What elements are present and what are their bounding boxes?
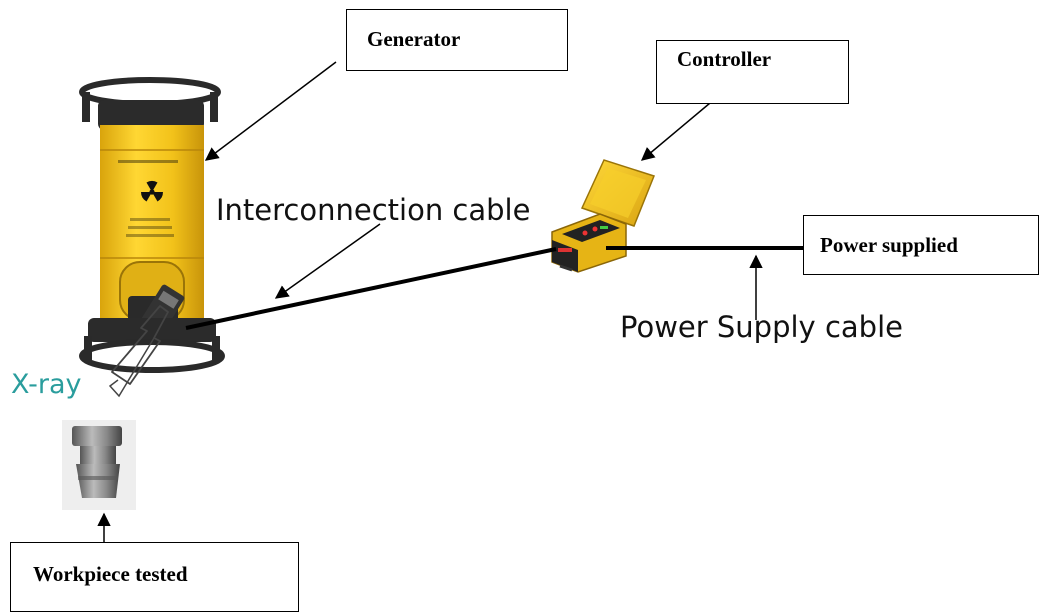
interconnection-cable-line — [185, 247, 557, 330]
generator-base-frame — [79, 339, 225, 373]
controller-label-box: Controller — [656, 40, 849, 104]
xray-beam-arrow — [108, 305, 169, 398]
power-supplied-label-box: Power supplied — [803, 215, 1039, 275]
power-supply-cable-label: Power Supply cable — [620, 310, 903, 344]
radiation-symbol-icon — [141, 181, 163, 202]
generator-label-box: Generator — [346, 9, 568, 71]
controller-label: Controller — [677, 47, 772, 71]
workpiece-illustration — [62, 420, 136, 510]
generator-label: Generator — [367, 27, 461, 51]
power-supplied-label: Power supplied — [820, 233, 958, 257]
interconnection-cable-label: Interconnection cable — [216, 193, 531, 227]
generator-pointer-arrow — [204, 61, 337, 161]
workpiece-label-box: Workpiece tested — [10, 542, 299, 612]
workpiece-label: Workpiece tested — [33, 562, 188, 586]
xray-label: X-ray — [11, 369, 82, 400]
interconnection-cable-pointer-arrow — [274, 223, 381, 299]
controller-illustration — [551, 159, 655, 273]
controller-pointer-arrow — [640, 97, 717, 161]
